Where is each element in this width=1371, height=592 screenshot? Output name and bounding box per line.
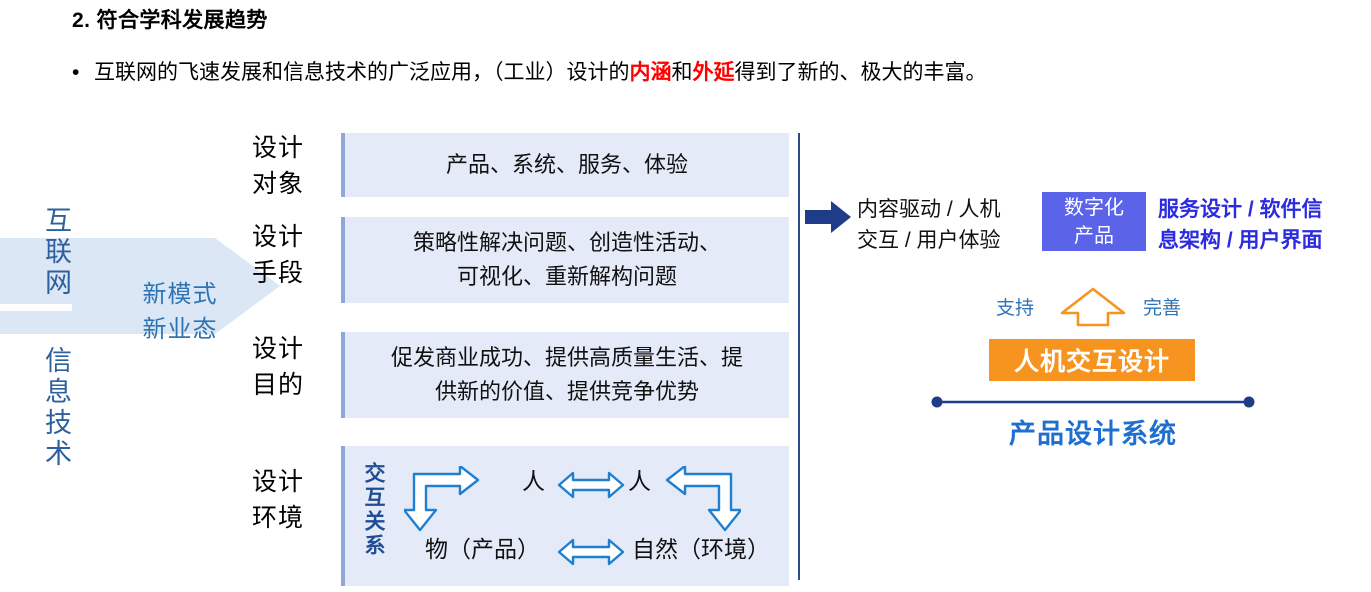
new-model-block-arrow-icon <box>0 238 280 334</box>
node-nature: 自然（环境） <box>632 536 770 562</box>
row-label-line2: 对象 <box>252 170 305 198</box>
vertical-label-infotech: 信息技术 <box>41 346 71 470</box>
arrow-up-icon <box>1060 287 1126 327</box>
chip-line2: 产品 <box>1074 224 1114 247</box>
double-arrow-person-person-icon <box>557 471 625 499</box>
product-design-system-label: 产品设计系统 <box>1009 419 1177 449</box>
node-person-right: 人 <box>628 468 651 494</box>
content-text: 策略性解决问题、创造性活动、 可视化、重新解构问题 <box>412 230 721 289</box>
content-box-design-object: 产品、系统、服务、体验 <box>341 133 789 197</box>
system-scope-line <box>931 396 1255 408</box>
vertical-label-internet: 互联网 <box>41 205 71 299</box>
row-label-design-means: 设计 手段 <box>252 219 324 291</box>
hci-design-label: 人机交互设计 <box>1013 348 1170 376</box>
right-right-text-line2: 息架构 / 用户界面 <box>1158 229 1323 252</box>
row-label-design-object: 设计 对象 <box>252 130 324 202</box>
bullet-text-post: 得到了新的、极大的丰富。 <box>734 61 987 84</box>
page-title: 2. 符合学科发展趋势 <box>72 9 268 32</box>
double-arrow-object-nature-icon <box>557 538 625 566</box>
right-left-text-line1: 内容驱动 / 人机 <box>857 198 1001 221</box>
content-text: 产品、系统、服务、体验 <box>445 152 688 177</box>
node-object: 物（产品） <box>425 536 540 562</box>
row-label-line1: 设计 <box>252 134 305 162</box>
bullet-paragraph: • 互联网的飞速发展和信息技术的广泛应用，（工业）设计的内涵和外延得到了新的、极大… <box>72 56 987 86</box>
right-right-text: 服务设计 / 软件信 息架构 / 用户界面 <box>1158 194 1323 256</box>
content-box-design-means: 策略性解决问题、创造性活动、 可视化、重新解构问题 <box>341 217 789 303</box>
elbow-arrow-object-to-person-icon <box>404 466 480 532</box>
highlight-waiyan: 外延 <box>692 61 735 84</box>
chip-line1: 数字化 <box>1064 196 1124 219</box>
support-label: 支持 <box>996 298 1035 319</box>
node-person-left: 人 <box>522 468 545 494</box>
arrow-caption-line1: 新模式 <box>142 281 218 308</box>
bullet-text-pre: 互联网的飞速发展和信息技术的广泛应用，（工业）设计的 <box>94 61 630 84</box>
row-label-design-purpose: 设计 目的 <box>252 331 324 403</box>
digital-product-chip[interactable]: 数字化 产品 <box>1042 192 1146 251</box>
interaction-relation-label: 交互关系 <box>362 462 385 558</box>
improve-label: 完善 <box>1143 298 1182 319</box>
bullet-marker: • <box>72 61 80 84</box>
row-label-line1: 设计 <box>252 335 305 363</box>
bullet-text-mid: 和 <box>671 61 693 84</box>
right-left-text-line2: 交互 / 用户体验 <box>857 229 1001 252</box>
arrow-caption-line2: 新业态 <box>142 316 218 343</box>
content-box-design-purpose: 促发商业成功、提供高质量生活、提 供新的价值、提供竞争优势 <box>341 332 789 418</box>
row-label-line2: 手段 <box>252 259 305 287</box>
row-label-line1: 设计 <box>252 468 305 496</box>
row-label-line1: 设计 <box>252 223 305 251</box>
arrow-right-icon <box>805 201 851 233</box>
row-label-line2: 环境 <box>252 504 305 532</box>
hci-design-box[interactable]: 人机交互设计 <box>989 339 1195 381</box>
elbow-arrow-person-to-nature-icon <box>665 466 741 532</box>
row-label-line2: 目的 <box>252 371 305 399</box>
highlight-neihan: 内涵 <box>629 61 672 84</box>
arrow-caption: 新模式 新业态 <box>130 277 230 347</box>
vertical-divider <box>798 133 800 580</box>
content-text: 促发商业成功、提供高质量生活、提 供新的价值、提供竞争优势 <box>390 345 743 404</box>
right-left-text: 内容驱动 / 人机 交互 / 用户体验 <box>857 194 1001 256</box>
row-label-design-environment: 设计 环境 <box>252 464 324 536</box>
right-right-text-line1: 服务设计 / 软件信 <box>1158 198 1323 221</box>
